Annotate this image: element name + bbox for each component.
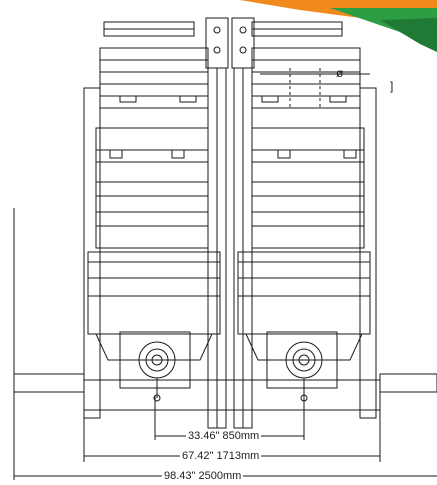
right-frame (251, 47, 377, 419)
dimension-inner: 33.46" 850mm (186, 430, 262, 442)
lower-hoppers (87, 251, 371, 361)
motor-housing-right (266, 331, 338, 402)
dimension-middle: 67.42" 1713mm (180, 450, 262, 462)
dimension-outer-mm: 2500mm (198, 470, 242, 482)
left-frame (83, 47, 209, 419)
corner-brand-stripe (240, 0, 437, 52)
center-column (205, 17, 255, 429)
motor-housing-left (119, 331, 191, 402)
dimension-inner-mm: 850mm (222, 430, 260, 442)
top-roller (103, 21, 343, 37)
dimension-middle-mm: 1713mm (216, 450, 260, 462)
dimension-inner-inch: 33.46" (188, 430, 220, 442)
dimension-middle-inch: 67.42" (182, 450, 214, 462)
dimension-outer-inch: 98.43" (164, 470, 196, 482)
dimension-outer: 98.43" 2500mm (162, 470, 244, 482)
bracket-callout: ] (390, 79, 393, 93)
diameter-callout: ø (336, 66, 344, 80)
